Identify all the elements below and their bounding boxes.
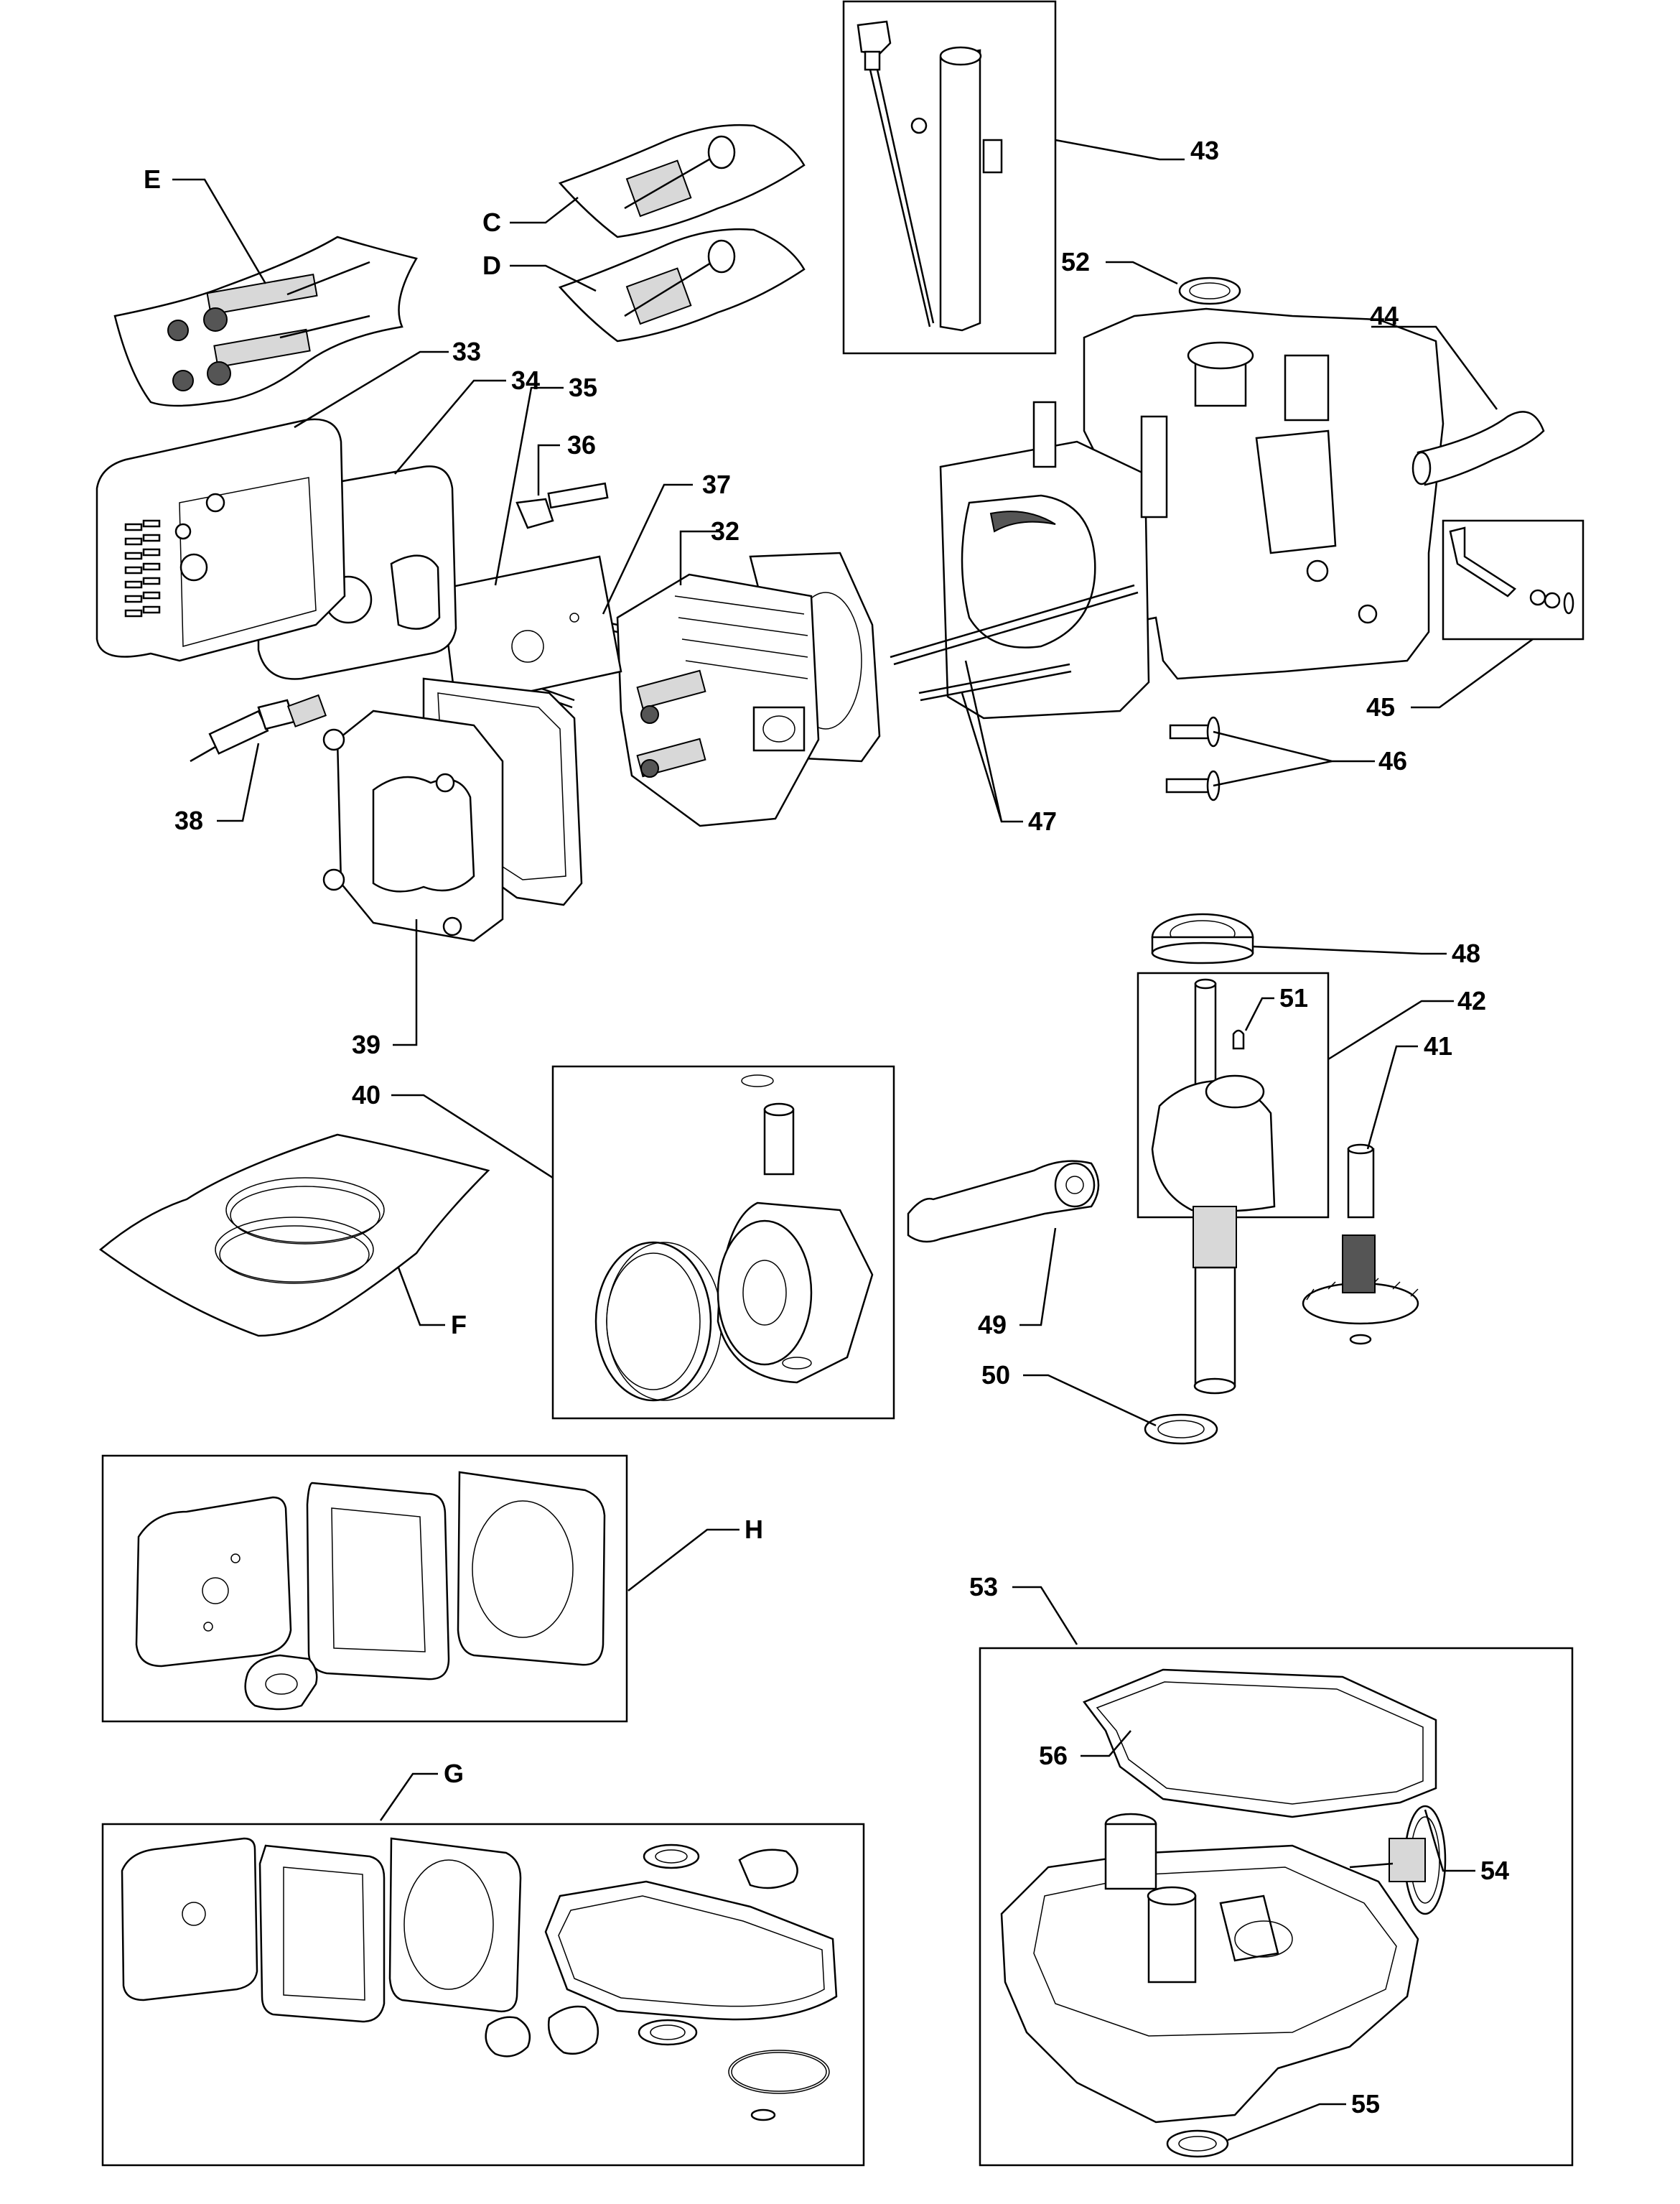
callout-32: 32: [711, 516, 739, 546]
gasket-set-h: [135, 1471, 606, 1711]
main-bearing: [1151, 913, 1254, 964]
callout-55: 55: [1351, 2089, 1380, 2119]
screw-kit-e-bag: [113, 236, 418, 407]
callout-54: 54: [1480, 1856, 1509, 1885]
engine-crankcase-block: [939, 307, 1445, 720]
crankcase-cover-gasket: [1083, 1668, 1437, 1818]
leader-lines: [172, 139, 1534, 2142]
cylinder-head: [616, 573, 820, 827]
callout-35: 35: [569, 373, 597, 402]
vent-kit-parts: [1449, 526, 1574, 615]
piston-kit-box: [551, 1065, 895, 1420]
crankcase-cover-box: [979, 1647, 1574, 2167]
callout-51: 51: [1279, 983, 1308, 1013]
callout-46: 46: [1378, 746, 1407, 776]
callout-labels: E C D 43 52 44 33 34 35 36 37 32 45 46 3…: [144, 136, 1509, 2119]
callout-47: 47: [1028, 806, 1057, 836]
dowel-pins: [1165, 716, 1221, 801]
governor-gear: [1349, 1805, 1447, 1915]
callout-56: 56: [1039, 1741, 1068, 1770]
camshaft: [1302, 1143, 1419, 1345]
callout-40: 40: [352, 1080, 381, 1110]
callout-F: F: [451, 1310, 467, 1339]
spark-plug: [190, 694, 327, 763]
exhaust-heat-shield: [440, 555, 622, 709]
callout-C: C: [482, 208, 501, 237]
callout-E: E: [144, 164, 161, 194]
muffler-guard: [95, 418, 346, 662]
callout-45: 45: [1366, 692, 1395, 722]
callout-44: 44: [1370, 301, 1399, 330]
callout-37: 37: [702, 470, 731, 499]
connecting-rod: [907, 1160, 1100, 1243]
muffler-bolt: [515, 482, 609, 529]
head-stud-upper: [890, 584, 1135, 659]
valve-kit-c-bag: [558, 124, 806, 238]
guard-vent-slots: [124, 519, 161, 618]
crankcase-cover-assembly: [1000, 1668, 1437, 2124]
oil-seal-top: [1178, 276, 1241, 305]
dipstick-assembly: [857, 20, 1003, 332]
callout-43: 43: [1190, 136, 1219, 165]
oil-seal-bottom: [1166, 2129, 1229, 2158]
thrust-washer: [1144, 1413, 1218, 1445]
callout-49: 49: [978, 1310, 1007, 1339]
callout-41: 41: [1424, 1031, 1452, 1061]
piston-rings-bag: [98, 1133, 490, 1337]
vent-kit-box: [1442, 519, 1585, 641]
callout-D: D: [482, 251, 501, 280]
gasket-set-g: [121, 1837, 838, 2121]
callout-48: 48: [1452, 939, 1480, 968]
piston-kit: [594, 1074, 874, 1402]
callout-G: G: [444, 1759, 464, 1788]
head-stud-lower: [918, 663, 1070, 694]
callout-36: 36: [567, 430, 596, 460]
callout-50: 50: [981, 1360, 1010, 1390]
breather-hose: [1417, 411, 1545, 486]
crankshaft: [1151, 978, 1276, 1395]
rocker-cover: [322, 710, 504, 942]
callout-H: H: [745, 1515, 763, 1544]
callout-39: 39: [352, 1030, 381, 1059]
gasket-set-g-box: [101, 1823, 865, 2167]
callout-53: 53: [969, 1572, 998, 1601]
callout-38: 38: [174, 806, 203, 835]
gasket-set-h-box: [101, 1454, 628, 1723]
callout-52: 52: [1061, 247, 1090, 276]
crankshaft-woodruff-key: [1232, 1029, 1245, 1050]
callout-34: 34: [511, 366, 540, 395]
callout-42: 42: [1457, 986, 1486, 1015]
valve-kit-d-bag: [558, 228, 806, 343]
dipstick-kit-box: [842, 0, 1057, 355]
callout-33: 33: [452, 337, 481, 366]
